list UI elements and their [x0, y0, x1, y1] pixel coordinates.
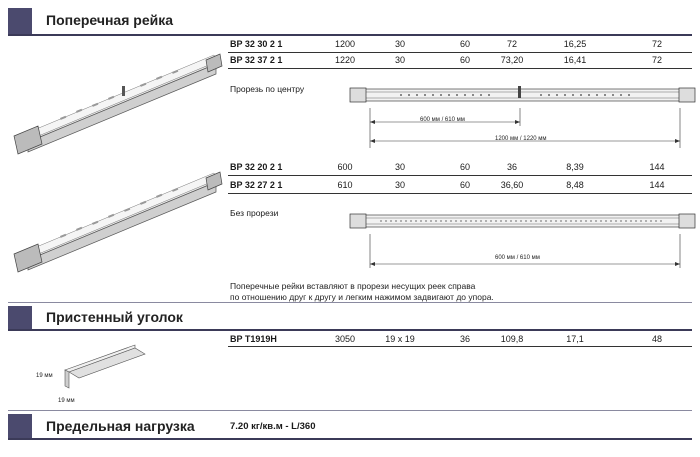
table-cell: 30 [394, 55, 405, 65]
table-cell: 1220 [334, 55, 356, 65]
section-title: Поперечная рейка [46, 12, 174, 28]
table-cell: 36,60 [500, 180, 524, 190]
cross-tee-plain-side-view [349, 213, 696, 229]
note-line: Поперечные рейки вставляют в прорези нес… [230, 281, 476, 291]
dimension-lines-plain [369, 234, 681, 268]
table-cell: 30 [394, 162, 405, 172]
table-cell: 60 [459, 162, 470, 172]
table-cell: 8,48 [566, 180, 584, 190]
section-title: Пристенный уголок [46, 309, 183, 325]
table-cell: 60 [459, 180, 470, 190]
cross-tee-plain-illustration [13, 171, 223, 273]
dimension-label: 600 мм / 610 мм [495, 255, 540, 261]
product-code: BP 32 30 2 1 [230, 39, 283, 49]
cross-tee-slotted-illustration [13, 53, 223, 155]
slot-center-label: Прорезь по центру [230, 84, 305, 94]
row-divider [228, 193, 692, 194]
section-title: Предельная нагрузка [46, 418, 195, 434]
table-cell: 60 [459, 55, 470, 65]
table-cell: 144 [649, 162, 665, 172]
dimension-label: 600 мм / 610 мм [420, 117, 465, 123]
row-divider [228, 68, 692, 69]
table-cell: 30 [394, 180, 405, 190]
row-divider [228, 52, 692, 53]
table-cell: 1200 [334, 39, 356, 49]
section-rule [8, 302, 692, 303]
table-cell: 73,20 [500, 55, 524, 65]
section-marker [8, 414, 32, 438]
table-cell: 30 [394, 39, 405, 49]
row-divider [228, 175, 692, 176]
table-cell: 19 x 19 [385, 334, 415, 344]
note-line: по отношению друг к другу и легким нажим… [230, 292, 494, 302]
table-cell: 36 [459, 334, 470, 344]
max-load-value: 7.20 кг/кв.м - L/360 [230, 421, 316, 432]
angle-width-label: 19 мм [58, 398, 75, 404]
product-code: BP 32 27 2 1 [230, 180, 283, 190]
section-rule [8, 410, 692, 411]
table-cell: 48 [651, 334, 662, 344]
table-cell: 3050 [334, 334, 356, 344]
section-marker [8, 306, 32, 330]
dimension-label: 1200 мм / 1220 мм [495, 136, 547, 142]
table-cell: 16,25 [563, 39, 587, 49]
cross-tee-slotted-side-view [349, 86, 696, 103]
table-cell: 109,8 [500, 334, 524, 344]
table-cell: 60 [459, 39, 470, 49]
angle-height-label: 19 мм [36, 373, 53, 379]
installation-note: Поперечные рейки вставляют в прорези нес… [230, 281, 494, 303]
no-slot-label: Без прорези [230, 208, 279, 218]
table-cell: 600 [337, 162, 353, 172]
product-code: BP 32 20 2 1 [230, 162, 283, 172]
wall-angle-illustration [64, 344, 146, 389]
table-cell: 17,1 [566, 334, 584, 344]
table-cell: 16,41 [563, 55, 587, 65]
section-rule [8, 329, 692, 331]
section-marker [8, 8, 32, 34]
table-cell: 36 [506, 162, 517, 172]
section-rule [8, 34, 692, 36]
table-cell: 144 [649, 180, 665, 190]
product-code: BP 32 37 2 1 [230, 55, 283, 65]
table-cell: 610 [337, 180, 353, 190]
section-rule [8, 438, 692, 440]
table-cell: 8,39 [566, 162, 584, 172]
table-cell: 72 [506, 39, 517, 49]
row-divider [228, 346, 692, 347]
table-cell: 72 [651, 55, 662, 65]
dimension-lines-slotted [369, 108, 681, 148]
table-cell: 72 [651, 39, 662, 49]
product-code: BP T1919H [230, 334, 277, 344]
